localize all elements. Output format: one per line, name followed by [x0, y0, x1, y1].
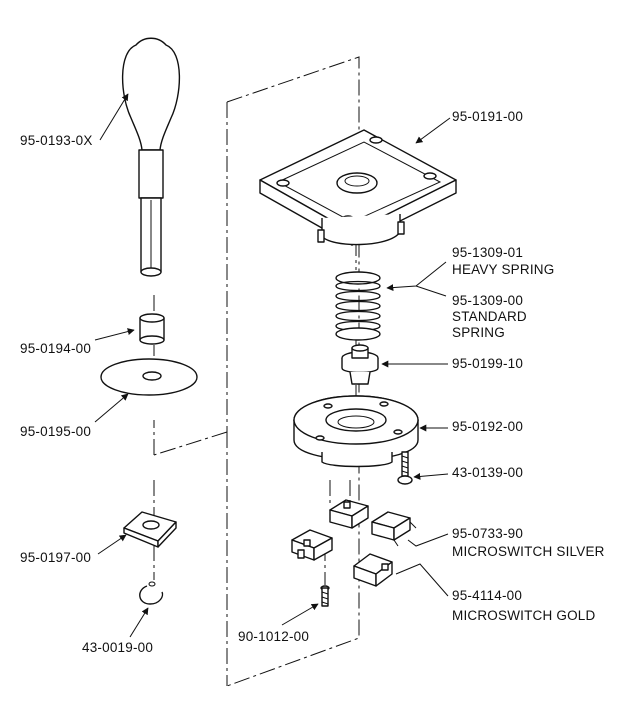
dust-washer-icon [100, 358, 198, 396]
label-base: 95-0192-00 [452, 419, 523, 434]
label-pivot: 95-0199-10 [452, 356, 523, 371]
label-actuator: 95-0197-00 [20, 550, 91, 565]
screw-icon [320, 585, 330, 607]
spring-icon [335, 271, 381, 341]
label-dust-washer: 95-0195-00 [20, 424, 91, 439]
assembly-frame [153, 56, 360, 687]
label-standard-spring-part: 95-1309-00 [452, 293, 523, 308]
pivot-icon [341, 344, 379, 385]
joystick-handle-icon [121, 37, 181, 277]
label-heavy-spring-name: HEAVY SPRING [452, 262, 554, 277]
label-heavy-spring-part: 95-1309-01 [452, 245, 523, 260]
label-standard-spring-name-2: SPRING [452, 325, 505, 340]
e-clip-icon [139, 581, 164, 605]
label-switch-silver-name: MICROSWITCH SILVER [452, 544, 605, 559]
label-spacer: 95-0194-00 [20, 341, 91, 356]
label-handle: 95-0193-0X [20, 133, 93, 148]
label-switch-gold-name: MICROSWITCH GOLD [452, 608, 595, 623]
screw-icon [397, 451, 413, 485]
base-icon [293, 395, 419, 468]
label-screw-left: 90-1012-00 [238, 629, 309, 644]
top-plate-icon [259, 129, 457, 246]
label-e-clip: 43-0019-00 [82, 640, 153, 655]
label-switch-silver-part: 95-0733-90 [452, 526, 523, 541]
spacer-icon [139, 313, 165, 345]
actuator-icon [123, 511, 177, 548]
label-standard-spring-name-1: STANDARD [452, 309, 527, 324]
label-top-plate: 95-0191-00 [452, 109, 523, 124]
label-screw-right: 43-0139-00 [452, 465, 523, 480]
microswitch-icon [291, 499, 417, 587]
label-switch-gold-part: 95-4114-00 [452, 588, 522, 603]
